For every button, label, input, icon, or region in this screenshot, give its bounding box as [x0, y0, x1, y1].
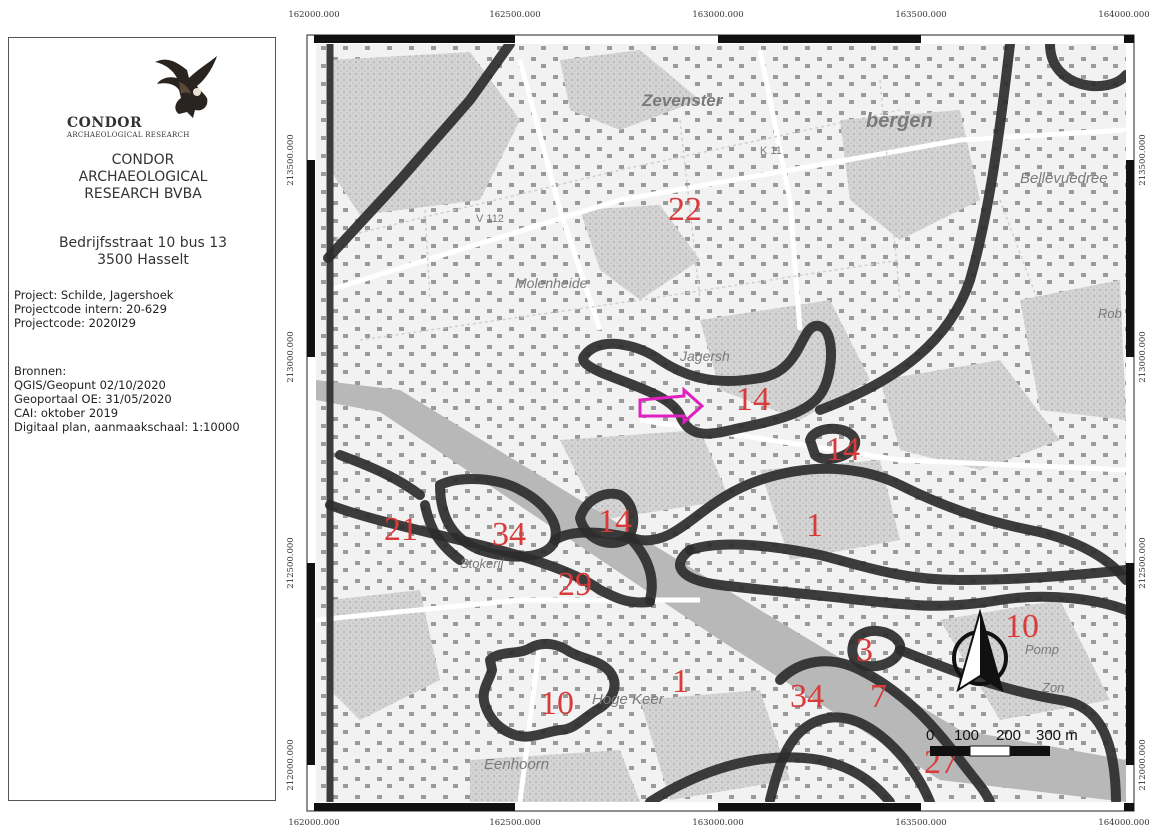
zone-label-34-a: 34 [492, 516, 526, 553]
zone-label-14-c: 14 [598, 503, 632, 540]
zone-label-14-a: 14 [736, 381, 770, 418]
x-label-top-2: 162500.000 [489, 10, 541, 20]
company-address: Bedrijfsstraat 10 bus 13 3500 Hasselt [9, 235, 277, 269]
place-labels: Zevenster bergen Bellevuedree Molenheide… [460, 91, 1122, 773]
logo-subtitle: ARCHAEOLOGICAL RESEARCH [67, 131, 190, 139]
x-label-bottom-3: 163000.000 [692, 818, 744, 828]
x-label-top-1: 162000.000 [288, 10, 340, 20]
company-name-line1: CONDOR [111, 152, 175, 168]
north-arrow-icon [952, 608, 1008, 693]
legend-panel: CONDOR ARCHAEOLOGICAL RESEARCH CONDOR AR… [8, 37, 276, 801]
place-zevenster: Zevenster [641, 91, 724, 110]
place-stokerij: Stokerij [460, 556, 504, 571]
x-label-bottom-5: 164000.000 [1098, 818, 1150, 828]
zone-label-1-a: 1 [806, 507, 823, 544]
scale-label-0: 0 [926, 727, 934, 744]
road-k11: K 11 [760, 145, 782, 157]
zone-label-34-b: 34 [790, 678, 824, 715]
zone-label-7: 7 [870, 678, 887, 715]
road-v112: V 112 [476, 213, 504, 225]
x-label-top-5: 164000.000 [1098, 10, 1150, 20]
map-body: Zevenster bergen Bellevuedree Molenheide… [316, 44, 1126, 802]
zone-label-1-b: 1 [672, 663, 689, 700]
place-rob: Rob [1098, 306, 1122, 321]
x-label-bottom-4: 163500.000 [895, 818, 947, 828]
project-info: Project: Schilde, Jagershoek Projectcode… [14, 288, 173, 330]
logo-text: CONDOR ARCHAEOLOGICAL RESEARCH [67, 115, 237, 139]
project-code-intern: Projectcode intern: 20-629 [14, 302, 167, 316]
scale-bar: 0 100 200 300 m [926, 727, 1078, 757]
source-line1: QGIS/Geopunt 02/10/2020 [14, 378, 166, 392]
source-line3: CAI: oktober 2019 [14, 406, 119, 420]
address-line2: 3500 Hasselt [97, 252, 189, 268]
project-name: Project: Schilde, Jagershoek [14, 288, 174, 302]
place-hoge-keer: Hoge Keer [592, 691, 665, 708]
sources-info: Bronnen: QGIS/Geopunt 02/10/2020 Geoport… [14, 364, 240, 434]
scale-label-200: 200 [996, 727, 1021, 744]
place-pomp: Pomp [1025, 642, 1059, 657]
sources-heading: Bronnen: [14, 364, 67, 378]
logo-name: CONDOR [67, 115, 143, 131]
x-label-top-3: 163000.000 [692, 10, 744, 20]
company-name-line3: RESEARCH BVBA [84, 186, 202, 202]
zone-label-29: 29 [558, 566, 592, 603]
zone-label-22: 22 [668, 191, 702, 228]
zone-label-10-a: 10 [1005, 608, 1039, 645]
zone-label-3: 3 [856, 632, 873, 669]
zone-label-14-b: 14 [826, 431, 860, 468]
source-line4: Digitaal plan, aanmaakschaal: 1:10000 [14, 420, 240, 434]
address-line1: Bedrijfsstraat 10 bus 13 [58, 235, 228, 251]
x-label-bottom-1: 162000.000 [288, 818, 340, 828]
place-bellevuedreef: Bellevuedree [1020, 170, 1108, 187]
zone-labels: 22 14 14 14 1 21 34 29 10 3 1 34 7 10 27 [384, 191, 1039, 781]
place-bergen: bergen [866, 110, 933, 132]
company-name-line2: ARCHAEOLOGICAL [78, 169, 208, 185]
project-code: Projectcode: 2020I29 [14, 316, 136, 330]
scale-label-300: 300 m [1036, 727, 1078, 744]
soil-boundaries [323, 44, 1126, 802]
place-molenheide: Molenheide [515, 275, 588, 291]
place-eenhoorn: Eenhoorn [484, 756, 549, 773]
source-line2: Geoportaal OE: 31/05/2020 [14, 392, 172, 406]
zone-label-21: 21 [384, 511, 418, 548]
x-label-top-4: 163500.000 [895, 10, 947, 20]
place-jagershoek: Jagersh [679, 348, 730, 364]
scale-label-100: 100 [954, 727, 979, 744]
company-name: CONDOR ARCHAEOLOGICAL RESEARCH BVBA [9, 152, 277, 203]
zone-label-10-b: 10 [540, 685, 574, 722]
x-label-bottom-2: 162500.000 [489, 818, 541, 828]
project-location-marker [638, 386, 705, 426]
condor-logo [155, 56, 217, 118]
place-zone: Zon [1041, 680, 1064, 695]
